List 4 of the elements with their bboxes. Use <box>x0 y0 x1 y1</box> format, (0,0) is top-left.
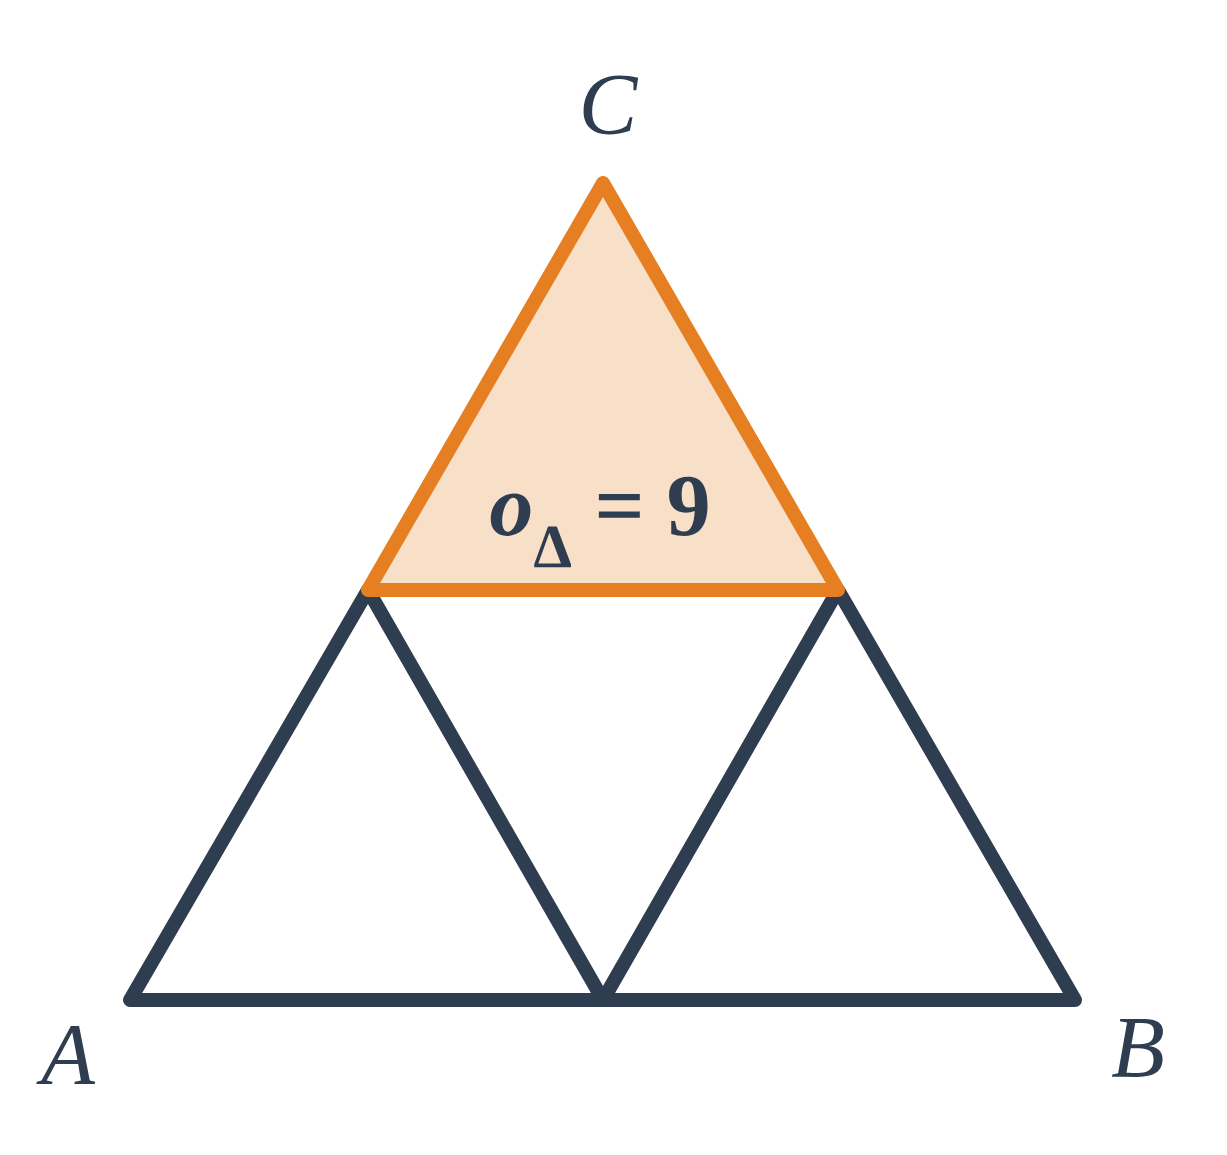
point-label: A <box>36 1025 96 1085</box>
formula-label: o$_{Δ}$ = 9 <box>490 476 708 568</box>
point-label: C <box>583 75 639 135</box>
point-label: B <box>1111 1019 1163 1077</box>
